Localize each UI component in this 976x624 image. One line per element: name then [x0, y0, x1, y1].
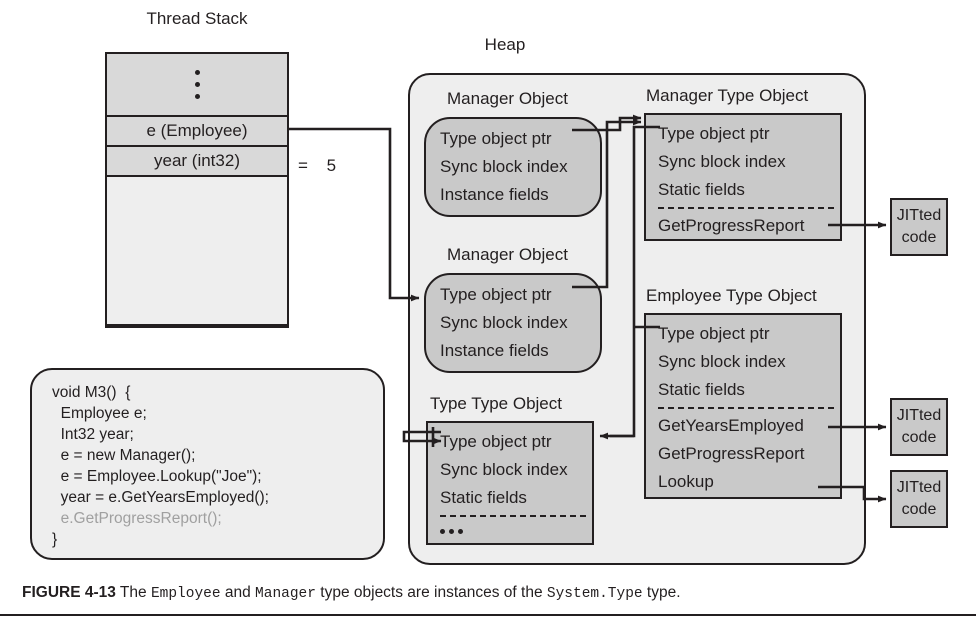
jitted-code-line2: code: [901, 501, 937, 518]
type-type-object: Type object ptr Sync block index Static …: [426, 421, 594, 545]
employee-type-object-caption: Employee Type Object: [646, 286, 817, 305]
method-lookup: Lookup: [658, 472, 714, 491]
jitted-code-box-3: JITted code: [890, 470, 948, 528]
field-sync-block-index: Sync block index: [658, 152, 786, 171]
manager-object-2-caption: Manager Object: [447, 245, 568, 264]
figure-caption: FIGURE 4-13 The Employee and Manager typ…: [22, 583, 962, 604]
year-value-label: = 5: [298, 156, 344, 175]
caption-text-4: type.: [642, 584, 681, 601]
code-line: e = new Manager();: [52, 447, 196, 464]
source-code-block: void M3() { Employee e; Int32 year; e = …: [30, 368, 385, 560]
stack-row-e-employee: e (Employee): [107, 117, 287, 147]
stack-empty-area: [107, 177, 287, 326]
jitted-code-box-2: JITted code: [890, 398, 948, 456]
ellipsis-dot: [458, 528, 463, 534]
caption-bottom-rule: [0, 614, 976, 616]
ellipsis-dot: [194, 82, 200, 87]
field-static-fields: Static fields: [440, 488, 527, 507]
field-sync-block-index: Sync block index: [440, 313, 568, 332]
ellipsis-dot: [194, 70, 200, 75]
method-ellipsis: [440, 520, 592, 542]
manager-object-1-caption: Manager Object: [447, 89, 568, 108]
jitted-code-line2: code: [901, 429, 937, 446]
field-sync-block-index: Sync block index: [440, 157, 568, 176]
fields-methods-divider: [658, 207, 834, 209]
fields-methods-divider: [440, 515, 586, 517]
heap-title: Heap: [484, 35, 526, 54]
manager-type-object-caption: Manager Type Object: [646, 86, 809, 105]
field-instance-fields: Instance fields: [440, 341, 549, 360]
caption-text-2: and: [220, 584, 256, 601]
type-type-object-caption: Type Type Object: [430, 394, 562, 413]
manager-type-object: Type object ptr Sync block index Static …: [644, 113, 842, 241]
code-line: }: [52, 531, 58, 548]
fields-methods-divider: [658, 407, 834, 409]
caption-text-3: type objects are instances of the: [315, 584, 547, 601]
field-static-fields: Static fields: [658, 380, 745, 399]
caption-code-system-type: System.Type: [546, 586, 643, 602]
field-sync-block-index: Sync block index: [658, 352, 786, 371]
field-type-object-ptr: Type object ptr: [440, 432, 552, 451]
employee-type-object: Type object ptr Sync block index Static …: [644, 313, 842, 499]
stack-row-ellipsis: [107, 54, 287, 117]
code-line-dimmed: e.GetProgressReport();: [52, 510, 222, 527]
field-type-object-ptr: Type object ptr: [440, 129, 552, 148]
code-line: Employee e;: [52, 405, 147, 422]
caption-text-1: The: [115, 584, 151, 601]
thread-stack: e (Employee) year (int32): [105, 52, 289, 328]
code-line: year = e.GetYearsEmployed();: [52, 489, 269, 506]
caption-code-manager: Manager: [255, 586, 316, 602]
jitted-code-line1: JITted: [896, 407, 942, 424]
ellipsis-dot: [194, 94, 200, 99]
jitted-code-line2: code: [901, 229, 937, 246]
code-line: void M3() {: [52, 384, 131, 401]
manager-object-2: Type object ptr Sync block index Instanc…: [424, 273, 602, 373]
field-static-fields: Static fields: [658, 180, 745, 199]
method-get-progress-report: GetProgressReport: [658, 444, 805, 463]
method-get-progress-report: GetProgressReport: [658, 216, 805, 235]
jitted-code-line1: JITted: [896, 207, 942, 224]
figure-number: FIGURE 4-13: [22, 584, 116, 601]
code-line: Int32 year;: [52, 426, 134, 443]
code-line: e = Employee.Lookup("Joe");: [52, 468, 262, 485]
field-instance-fields: Instance fields: [440, 185, 549, 204]
caption-code-employee: Employee: [150, 586, 221, 602]
stack-row-year-int32: year (int32): [107, 147, 287, 177]
field-type-object-ptr: Type object ptr: [658, 324, 770, 343]
ellipsis-dot: [440, 528, 445, 534]
jitted-code-line1: JITted: [896, 479, 942, 496]
thread-stack-title: Thread Stack: [146, 9, 248, 28]
method-get-years-employed: GetYearsEmployed: [658, 416, 804, 435]
manager-object-1: Type object ptr Sync block index Instanc…: [424, 117, 602, 217]
field-sync-block-index: Sync block index: [440, 460, 568, 479]
wire-stack-e-to-manager-object-2: [289, 127, 420, 302]
field-type-object-ptr: Type object ptr: [440, 285, 552, 304]
ellipsis-dot: [449, 528, 454, 534]
jitted-code-box-1: JITted code: [890, 198, 948, 256]
field-type-object-ptr: Type object ptr: [658, 124, 770, 143]
